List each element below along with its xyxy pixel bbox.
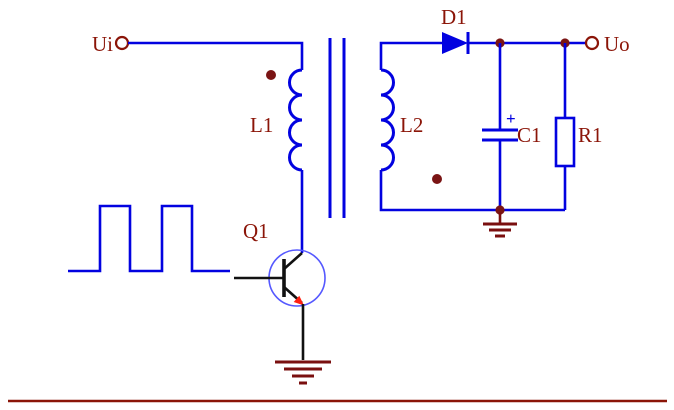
output-terminal-circle-icon	[584, 35, 600, 51]
capacitor-label: C1	[517, 123, 542, 147]
input-terminal-circle-icon	[114, 35, 130, 51]
transistor	[234, 249, 326, 307]
secondary-top-wire	[379, 41, 442, 70]
capacitor	[482, 43, 518, 210]
capacitor-plus-sign: +	[506, 109, 516, 128]
transformer	[266, 38, 442, 218]
resistor	[554, 43, 576, 210]
square-wave-signal	[68, 204, 230, 273]
transistor-label: Q1	[243, 219, 269, 243]
input-wire	[128, 41, 304, 70]
resistor-body	[554, 116, 576, 168]
secondary-bottom-wire	[379, 170, 565, 212]
resistor-label: R1	[578, 123, 603, 147]
secondary-winding-coil	[380, 68, 395, 172]
secondary-ground	[483, 212, 517, 238]
polarity-dot-secondary	[432, 174, 442, 184]
polarity-dot-primary	[266, 70, 276, 80]
secondary-inductor-label: L2	[400, 113, 423, 137]
collector-lead	[283, 252, 303, 270]
diode-label: D1	[441, 5, 467, 29]
diode	[442, 32, 470, 54]
emitter-arrow-icon	[293, 295, 304, 306]
emitter-ground	[275, 360, 331, 385]
junction-dot	[495, 205, 505, 215]
output-label: Uo	[604, 32, 630, 56]
primary-inductor-label: L1	[250, 113, 273, 137]
input-label: Ui	[92, 32, 113, 56]
diode-triangle-icon	[442, 32, 468, 54]
primary-winding-coil	[288, 68, 303, 172]
